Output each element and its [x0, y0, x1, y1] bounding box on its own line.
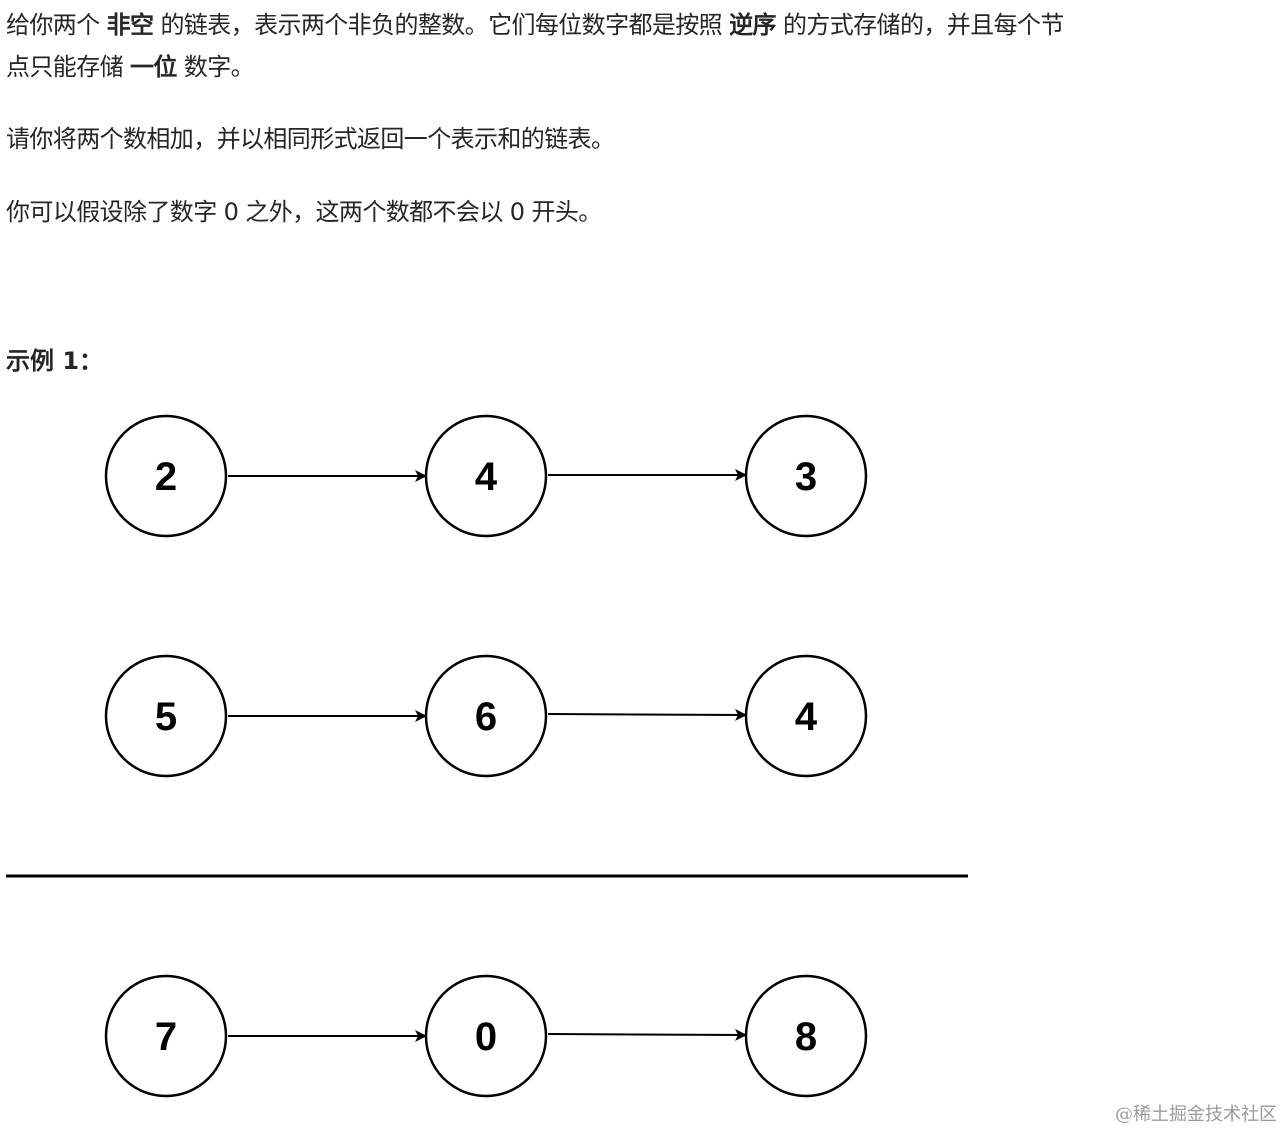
paragraph-text: 的方式存储的，并且每个节 [775, 11, 1064, 39]
problem-paragraph-3: 你可以假设除了数字 0 之外，这两个数都不会以 0 开头。 [6, 198, 602, 226]
paragraph-text: 点只能存储 [6, 53, 131, 81]
list-node: 8 [744, 974, 868, 1098]
emphasis-reverse-order: 逆序 [729, 11, 776, 39]
node-value: 8 [795, 1015, 817, 1059]
node-value: 4 [475, 455, 498, 499]
list-node: 4 [744, 654, 868, 778]
linked-list-row-1: 2 4 3 [104, 414, 868, 538]
linked-list-row-2: 5 6 4 [104, 654, 868, 778]
problem-paragraph-1: 给你两个 非空 的链表，表示两个非负的整数。它们每位数字都是按照 逆序 的方式存… [6, 4, 1064, 88]
linked-list-diagram: 2 4 3 5 6 4 [6, 414, 968, 1098]
problem-paragraph-2: 请你将两个数相加，并以相同形式返回一个表示和的链表。 [6, 125, 615, 153]
emphasis-non-empty: 非空 [106, 11, 154, 39]
list-node: 2 [104, 414, 228, 538]
list-node: 4 [424, 414, 548, 538]
node-value: 0 [475, 1015, 497, 1059]
arrow-edge [547, 1028, 747, 1041]
paragraph-text: 数字。 [176, 53, 255, 81]
emphasis-one-digit: 一位 [130, 53, 177, 81]
node-value: 6 [475, 695, 497, 739]
node-value: 2 [155, 455, 177, 499]
list-node: 3 [744, 414, 868, 538]
example-heading: 示例 1： [6, 347, 104, 375]
paragraph-text: 的链表，表示两个非负的整数。它们每位数字都是按照 [153, 11, 730, 39]
list-node: 7 [104, 974, 228, 1098]
list-node: 6 [424, 654, 548, 778]
list-node: 5 [104, 654, 228, 778]
watermark: @稀土掘金技术社区 [1115, 1104, 1277, 1125]
node-value: 3 [795, 455, 817, 499]
paragraph-text: 给你两个 [6, 11, 107, 39]
node-value: 5 [155, 695, 177, 739]
node-value: 4 [795, 695, 818, 739]
node-value: 7 [155, 1015, 177, 1059]
arrow-edge [547, 708, 747, 721]
list-node: 0 [424, 974, 548, 1098]
linked-list-result-row: 7 0 8 [104, 974, 868, 1098]
